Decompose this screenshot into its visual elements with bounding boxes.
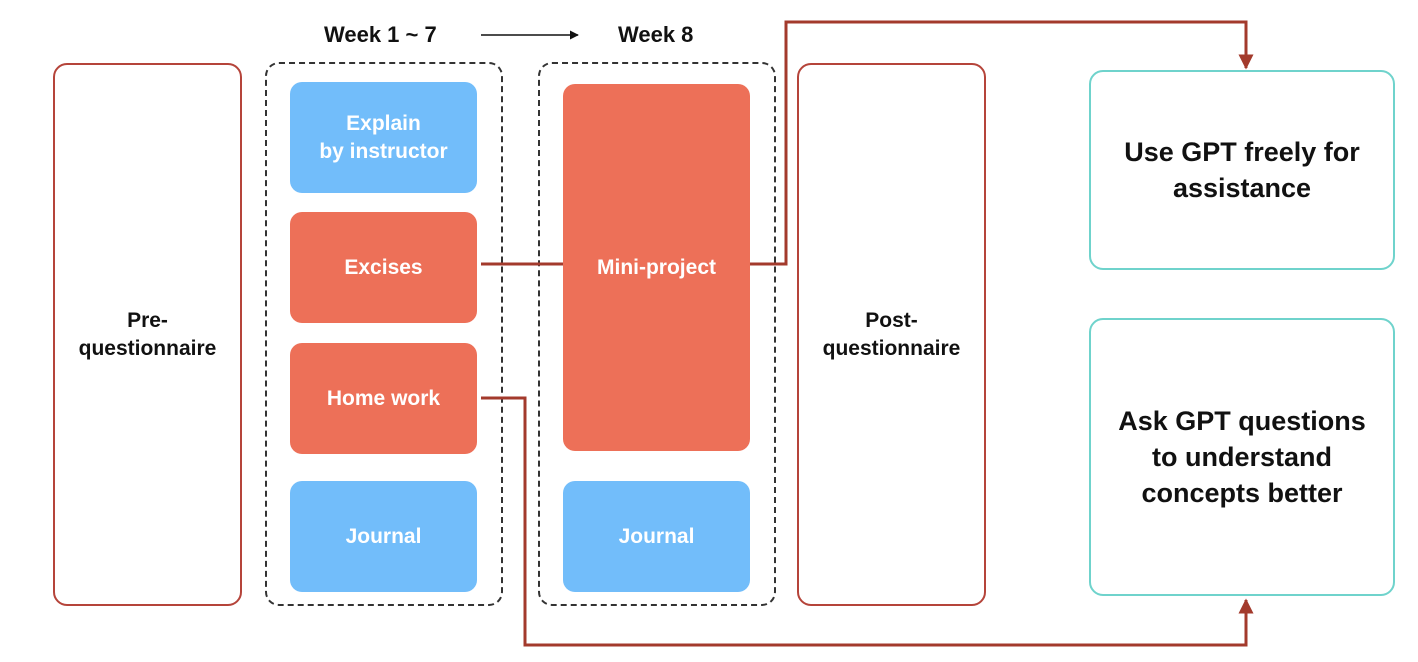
mini-project-box: Mini-project [563, 84, 750, 451]
week-1-7-group [265, 62, 503, 606]
pre-questionnaire-box: Pre- questionnaire [53, 63, 242, 606]
week-8-group [538, 62, 776, 606]
use-gpt-freely-box: Use GPT freely for assistance [1089, 70, 1395, 270]
week-1-7-header: Week 1 ~ 7 [324, 22, 437, 47]
ask-gpt-questions-box: Ask GPT questions to understand concepts… [1089, 318, 1395, 596]
excises-box: Excises [290, 212, 477, 323]
explain-by-instructor-box: Explain by instructor [290, 82, 477, 193]
home-work-box: Home work [290, 343, 477, 454]
post-questionnaire-box: Post- questionnaire [797, 63, 986, 606]
home-work-to-ask-gpt-connector [481, 396, 1254, 647]
journal-week-1-7-box: Journal [290, 481, 477, 592]
week-8-header: Week 8 [618, 22, 694, 47]
mini-project-to-use-gpt-connector [750, 20, 1254, 266]
journal-week-8-box: Journal [563, 481, 750, 592]
